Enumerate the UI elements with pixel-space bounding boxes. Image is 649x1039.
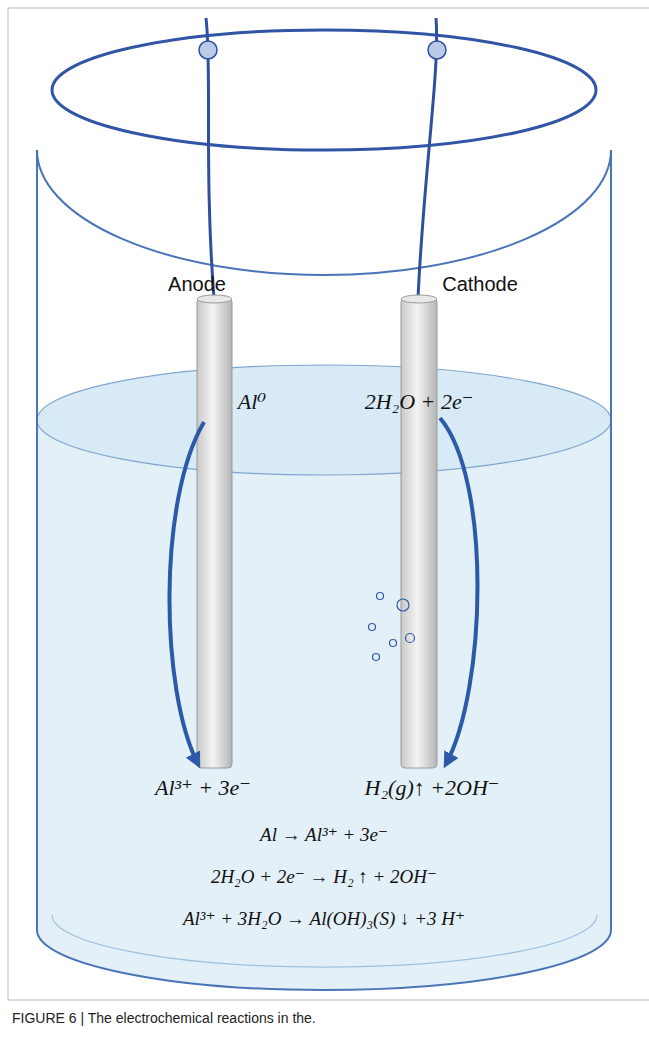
water (37, 420, 611, 990)
gas-bubbles (369, 593, 415, 661)
reaction-product: H₂(g)↑ +2OH⁻ (365, 775, 500, 801)
caption-rule (8, 1000, 649, 1001)
frame-line (8, 8, 649, 9)
reaction-equation: Al → Al³⁺ + 3e⁻ (260, 824, 388, 847)
beaker-lid (52, 30, 596, 150)
electrode-species: Al⁰ (238, 389, 266, 415)
reaction-equation: 2H₂O + 2e⁻ → H₂ ↑ + 2OH⁻ (211, 866, 437, 889)
beaker-bottom (37, 930, 611, 990)
rod-top (197, 295, 232, 303)
beaker-wall (36, 150, 38, 930)
water-surface (37, 365, 611, 475)
frame-line (8, 8, 9, 1000)
anode-rod (197, 298, 232, 768)
cathode-rod (401, 298, 437, 768)
reaction-arrow (169, 422, 204, 764)
rod-top (401, 295, 437, 303)
electrode-name: Anode (168, 272, 226, 296)
wire-port (199, 41, 217, 59)
electrode-name: Cathode (442, 272, 518, 296)
reaction-equation: Al³⁺ + 3H₂O → Al(OH)₃(S) ↓ +3 H⁺ (183, 908, 465, 931)
wire-port (428, 41, 446, 59)
electrode-species: 2H₂O + 2e⁻ (365, 389, 474, 415)
reaction-arrow (440, 418, 478, 764)
beaker-rim (37, 150, 611, 275)
figure-caption: FIGURE 6 | The electrochemical reactions… (12, 1010, 316, 1027)
beaker-wall (610, 150, 612, 930)
anode-wire (206, 18, 214, 298)
reaction-product: Al³⁺ + 3e⁻ (155, 775, 251, 801)
cathode-wire (418, 18, 437, 298)
